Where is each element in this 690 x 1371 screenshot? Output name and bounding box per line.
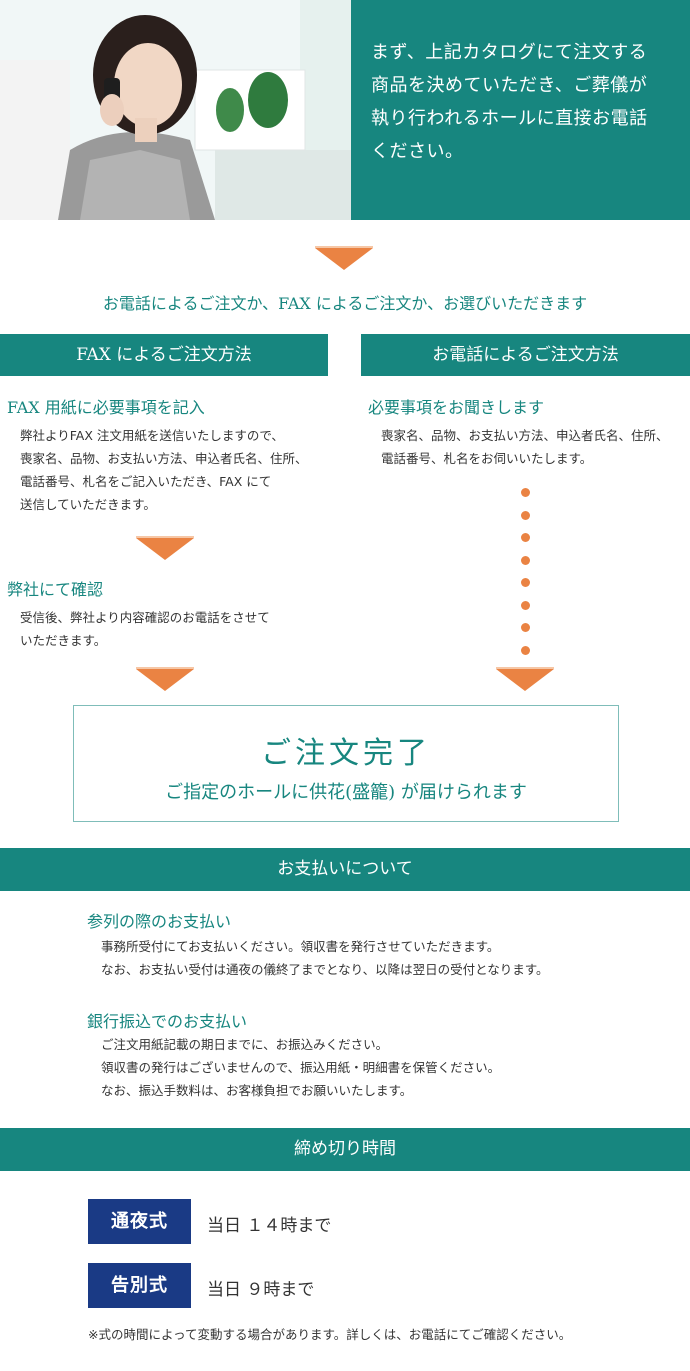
text-line: 電話番号、札名をご記入いただき、FAX にて bbox=[20, 474, 272, 489]
down-arrow-icon bbox=[315, 246, 373, 270]
dot-icon bbox=[521, 511, 530, 520]
payment-header: お支払いについて bbox=[0, 848, 690, 891]
text-line: ご注文用紙記載の期日までに、お振込みください。 bbox=[101, 1037, 389, 1052]
fax-step1-text: 弊社よりFAX 注文用紙を送信いたしますので、 喪家名、品物、お支払い方法、申込… bbox=[20, 424, 330, 516]
dot-icon bbox=[521, 578, 530, 587]
payment-at-funeral-title: 参列の際のお支払い bbox=[87, 912, 232, 931]
text-line: 領収書の発行はございませんので、振込用紙・明細書を保管ください。 bbox=[101, 1060, 501, 1075]
text-line: 事務所受付にてお支払いください。領収書を発行させていただきます。 bbox=[101, 939, 500, 954]
bank-transfer-text: ご注文用紙記載の期日までに、お振込みください。 領収書の発行はございませんので、… bbox=[101, 1033, 686, 1102]
order-complete-box: ご注文完了 ご指定のホールに供花(盛籠) が届けられます bbox=[73, 705, 619, 822]
text-line: なお、振込手数料は、お客様負担でお願いいたします。 bbox=[101, 1083, 413, 1098]
dot-icon bbox=[521, 488, 530, 497]
text-line: 喪家名、品物、お支払い方法、申込者氏名、住所、 bbox=[20, 451, 308, 466]
down-arrow-icon bbox=[136, 536, 194, 560]
dot-icon bbox=[521, 601, 530, 610]
fax-step2-text: 受信後、弊社より内容確認のお電話をさせて いただきます。 bbox=[20, 606, 330, 652]
text-line: 弊社よりFAX 注文用紙を送信いたしますので、 bbox=[20, 428, 284, 443]
funeral-deadline-time: 当日 ９時まで bbox=[207, 1280, 315, 1300]
fax-step1-title: FAX 用紙に必要事項を記入 bbox=[7, 398, 205, 417]
phone-step1-title: 必要事項をお聞きします bbox=[368, 398, 545, 417]
dot-icon bbox=[521, 533, 530, 542]
fax-order-header: FAX によるご注文方法 bbox=[0, 334, 328, 376]
order-complete-title: ご注文完了 bbox=[261, 736, 431, 771]
down-arrow-icon bbox=[136, 667, 194, 691]
deadline-note: ※式の時間によって変動する場合があります。詳しくは、お電話にてご確認ください。 bbox=[88, 1327, 572, 1342]
fax-step2-title: 弊社にて確認 bbox=[7, 580, 104, 599]
text-line: 電話番号、札名をお伺いいたします。 bbox=[381, 451, 593, 466]
bank-transfer-title: 銀行振込でのお支払い bbox=[87, 1012, 248, 1031]
deadline-header: 締め切り時間 bbox=[0, 1128, 690, 1171]
hero-line: まず、上記カタログにて注文する bbox=[371, 42, 648, 63]
payment-at-funeral-text: 事務所受付にてお支払いください。領収書を発行させていただきます。 なお、お支払い… bbox=[101, 935, 686, 981]
hero-line: 商品を決めていただき、ご葬儀が bbox=[371, 75, 648, 96]
text-line: なお、お支払い受付は通夜の儀終了までとなり、以降は翌日の受付となります。 bbox=[101, 962, 549, 977]
order-choice-text: お電話によるご注文か、FAX によるご注文か、お選びいただきます bbox=[102, 294, 588, 313]
woman-on-phone-photo bbox=[0, 0, 351, 220]
text-line: 送信していただきます。 bbox=[20, 497, 156, 512]
dot-icon bbox=[521, 623, 530, 632]
order-complete-subtitle: ご指定のホールに供花(盛籠) が届けられます bbox=[165, 782, 527, 803]
phone-order-header: お電話によるご注文方法 bbox=[361, 334, 690, 376]
hero-section: まず、上記カタログにて注文する 商品を決めていただき、ご葬儀が 執り行われるホー… bbox=[0, 0, 690, 220]
funeral-badge: 告別式 bbox=[88, 1263, 191, 1308]
dot-icon bbox=[521, 556, 530, 565]
text-line: いただきます。 bbox=[20, 633, 107, 648]
hero-line: ください。 bbox=[371, 141, 464, 162]
down-arrow-icon bbox=[496, 667, 554, 691]
wake-badge: 通夜式 bbox=[88, 1199, 191, 1244]
wake-deadline-time: 当日 １４時まで bbox=[207, 1216, 332, 1236]
hero-intro-text: まず、上記カタログにて注文する 商品を決めていただき、ご葬儀が 執り行われるホー… bbox=[351, 0, 690, 220]
text-line: 受信後、弊社より内容確認のお電話をさせて bbox=[20, 610, 270, 625]
phone-step1-text: 喪家名、品物、お支払い方法、申込者氏名、住所、 電話番号、札名をお伺いいたします… bbox=[381, 424, 686, 470]
text-line: 喪家名、品物、お支払い方法、申込者氏名、住所、 bbox=[381, 428, 669, 443]
dot-icon bbox=[521, 646, 530, 655]
hero-line: 執り行われるホールに直接お電話 bbox=[371, 108, 648, 129]
